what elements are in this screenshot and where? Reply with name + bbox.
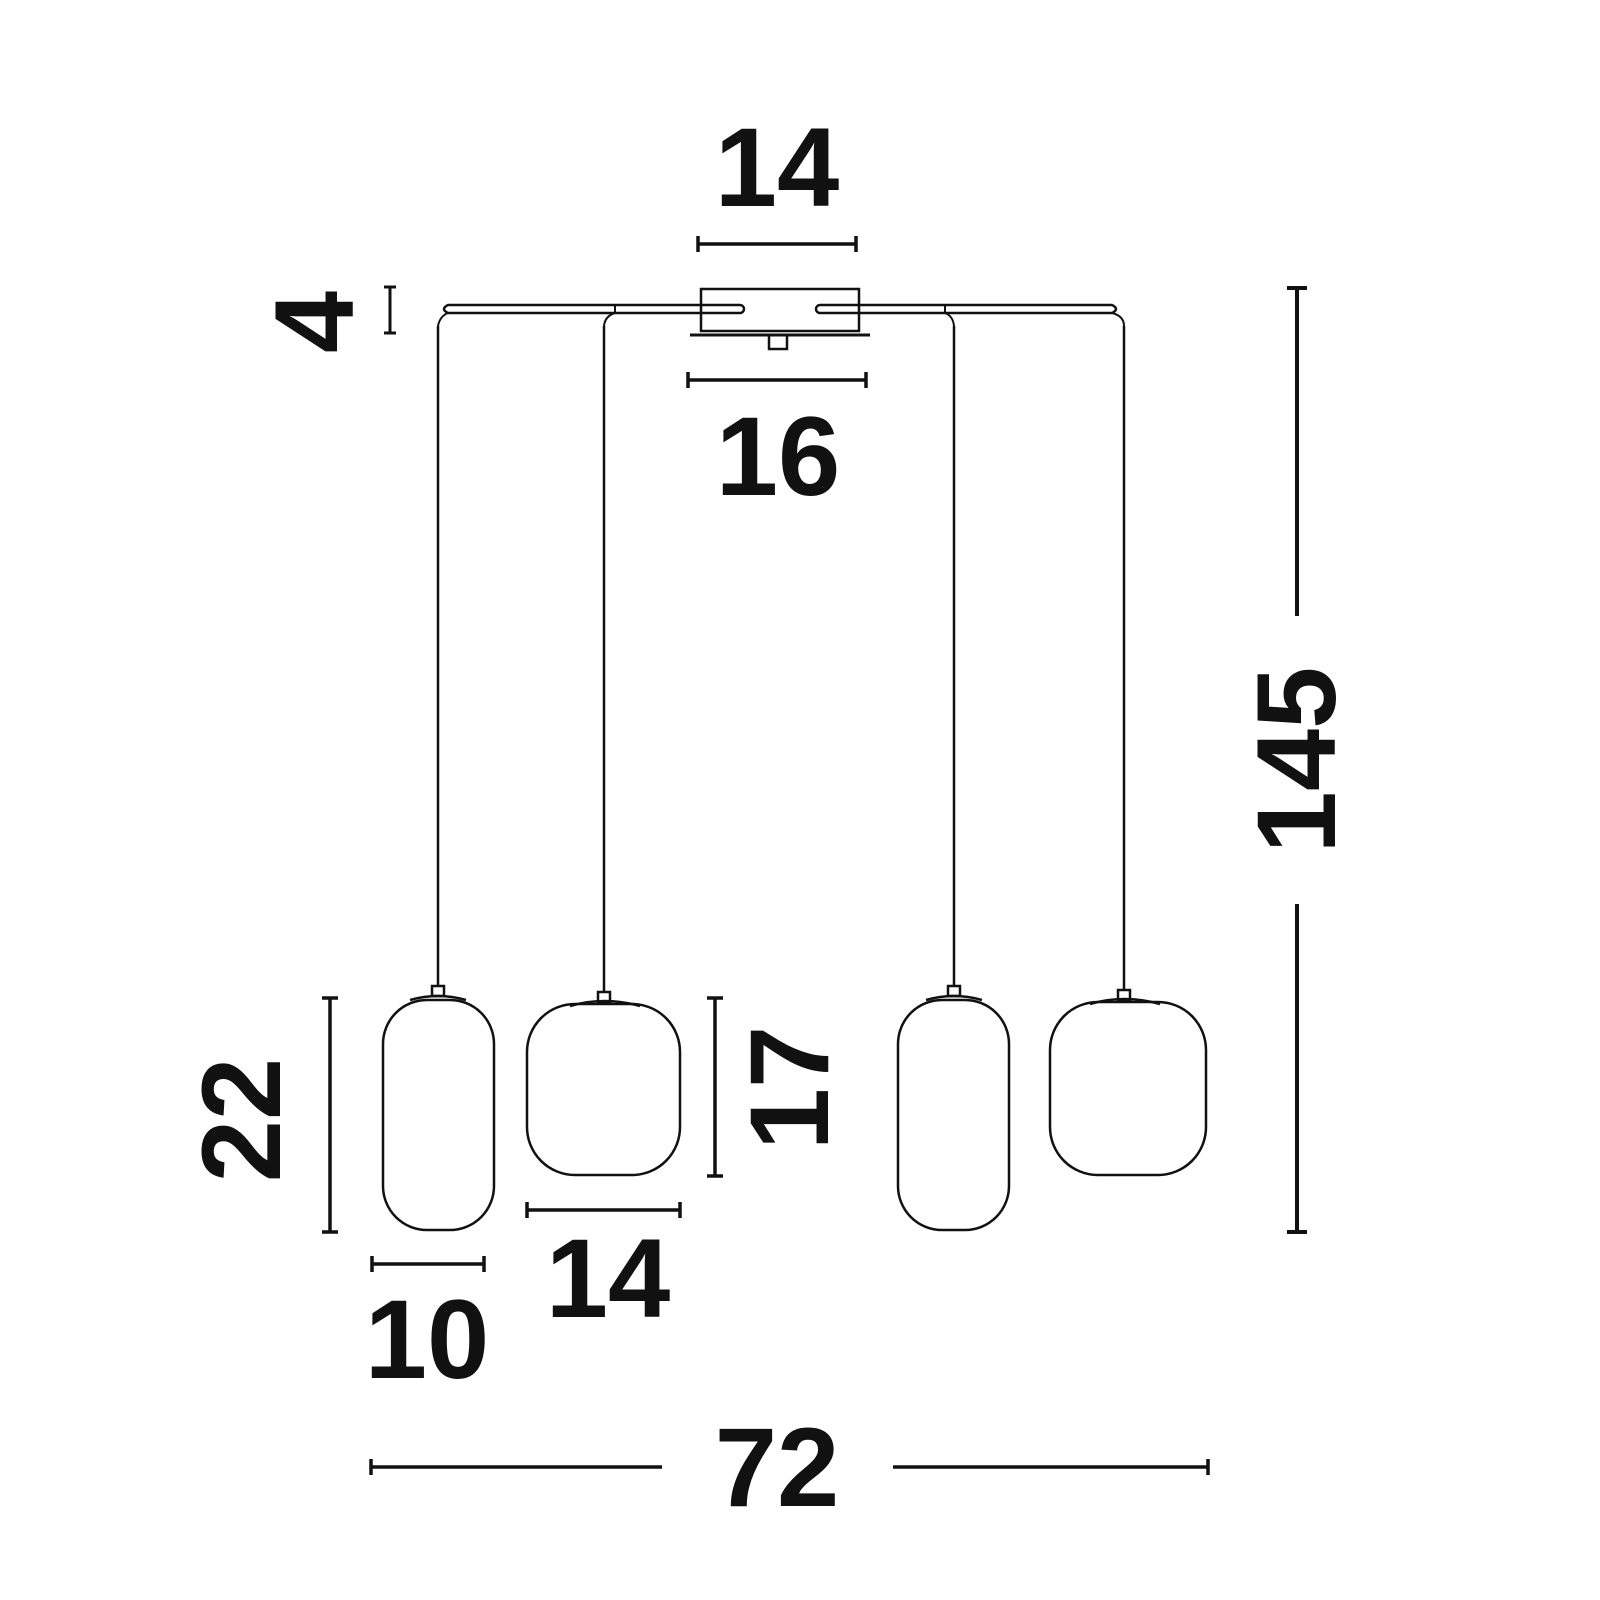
label-total-width: 72 (715, 1405, 840, 1530)
label-total-height: 145 (1234, 667, 1359, 854)
round-shade-2 (1048, 988, 1208, 1177)
label-round-shade-width: 14 (546, 1216, 671, 1341)
label-cylinder-shade-width: 10 (365, 1277, 490, 1402)
label-round-shade-height: 17 (727, 1026, 852, 1151)
dim-line-round-height (707, 996, 723, 1178)
cylinder-shade-2 (896, 984, 1011, 1232)
canopy (690, 287, 870, 351)
dim-line-canopy-top (696, 236, 858, 252)
dim-line-round-width (525, 1202, 682, 1218)
label-cylinder-shade-height: 22 (179, 1058, 304, 1183)
dim-line-cylinder-height (322, 996, 338, 1234)
label-canopy-height: 4 (252, 291, 377, 353)
dim-line-cylinder-width (370, 1256, 486, 1272)
dim-line-canopy-bottom (686, 372, 868, 388)
label-canopy-bottom-width: 16 (716, 394, 841, 519)
dim-line-total-width (369, 1459, 1210, 1475)
suspension-bar (437, 303, 1125, 327)
dim-line-canopy-height (384, 285, 396, 335)
cylinder-shade-1 (381, 984, 496, 1232)
label-canopy-top-width: 14 (715, 105, 840, 230)
round-shade-1 (525, 990, 682, 1177)
dim-line-total-height (1287, 286, 1307, 1234)
cables (436, 326, 1126, 992)
